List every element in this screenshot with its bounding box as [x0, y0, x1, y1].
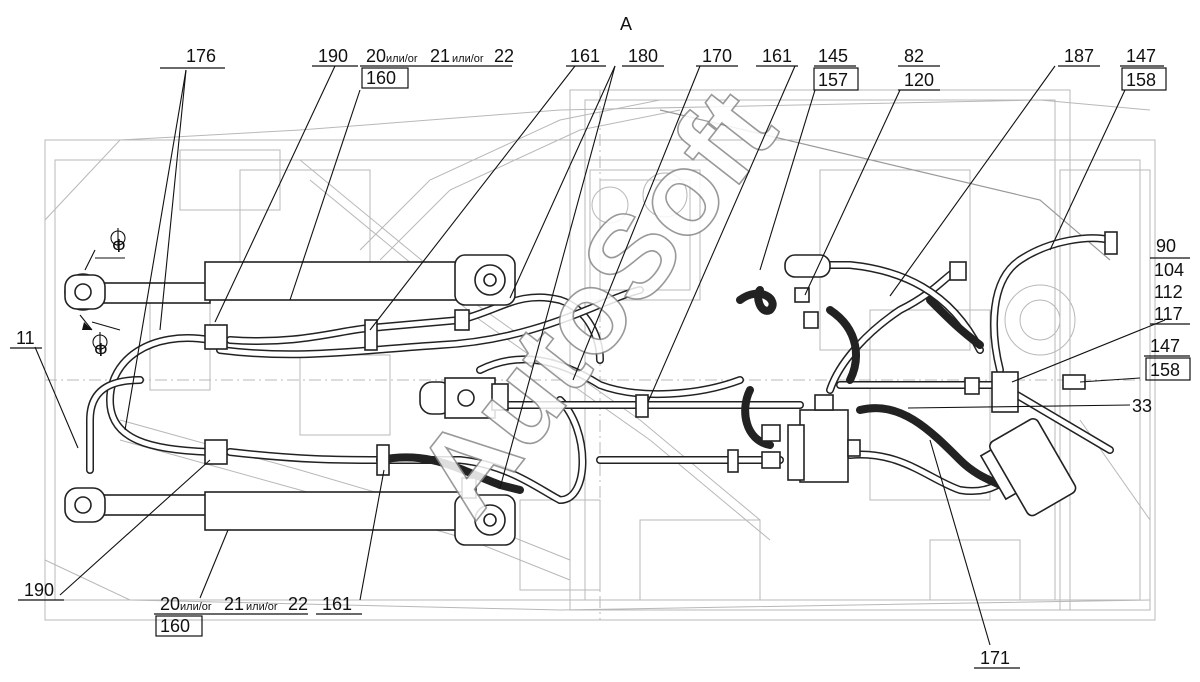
callout-171: 171: [980, 648, 1010, 668]
callout-160-top: 160: [366, 68, 396, 88]
callout-161-top-left: 161: [570, 46, 600, 66]
distributor-valve: [787, 394, 861, 483]
callout-or-bottom-1: или/or: [180, 601, 212, 613]
callout-21-top: 21: [430, 46, 450, 66]
callout-170: 170: [702, 46, 732, 66]
steering-pump: [419, 377, 509, 419]
callout-147-right: 147: [1150, 336, 1180, 356]
control-block: [784, 254, 1077, 517]
section-mark-bottom: [79, 314, 121, 352]
upper-hydraulic-cylinder: [64, 254, 516, 311]
callout-90: 90: [1156, 236, 1176, 256]
callout-190-bottom: 190: [24, 580, 54, 600]
callout-or-top-2: или/or: [452, 53, 484, 65]
callout-160-bottom: 160: [160, 616, 190, 636]
callout-147-top: 147: [1126, 46, 1156, 66]
callout-or-bottom-2: или/or: [246, 601, 278, 613]
callout-157: 157: [818, 70, 848, 90]
callout-187: 187: [1064, 46, 1094, 66]
callout-21-bottom: 21: [224, 594, 244, 614]
callout-158-right: 158: [1150, 360, 1180, 380]
callout-22-bottom: 22: [288, 594, 308, 614]
callout-104: 104: [1154, 260, 1184, 280]
callout-20-top: 20: [366, 46, 386, 66]
callout-11: 11: [16, 328, 35, 348]
callout-or-top-1: или/or: [386, 53, 418, 65]
callout-117: 117: [1154, 304, 1183, 324]
callout-158-top: 158: [1126, 70, 1156, 90]
callouts: А Ф Ф 176 190 20 или/or 21 или/or 22 160…: [10, 14, 1191, 669]
callout-120: 120: [904, 70, 934, 90]
callout-176: 176: [186, 46, 216, 66]
section-mark-top: [84, 228, 126, 271]
view-label-a: А: [620, 14, 632, 34]
callout-82: 82: [904, 46, 924, 66]
section-mark-1: Ф: [112, 236, 126, 256]
callout-190-top: 190: [318, 46, 348, 66]
callout-161-bottom: 161: [322, 594, 352, 614]
section-mark-2: Ф: [94, 340, 108, 360]
callout-22-top: 22: [494, 46, 514, 66]
lower-hydraulic-cylinder: [64, 487, 516, 546]
callout-112: 112: [1154, 282, 1183, 302]
callout-180: 180: [628, 46, 658, 66]
leader-lines: [34, 65, 1166, 646]
callout-20-bottom: 20: [160, 594, 180, 614]
callout-33: 33: [1132, 396, 1152, 416]
callout-161-top-right: 161: [762, 46, 792, 66]
callout-145: 145: [818, 46, 848, 66]
fittings: [204, 231, 1118, 499]
